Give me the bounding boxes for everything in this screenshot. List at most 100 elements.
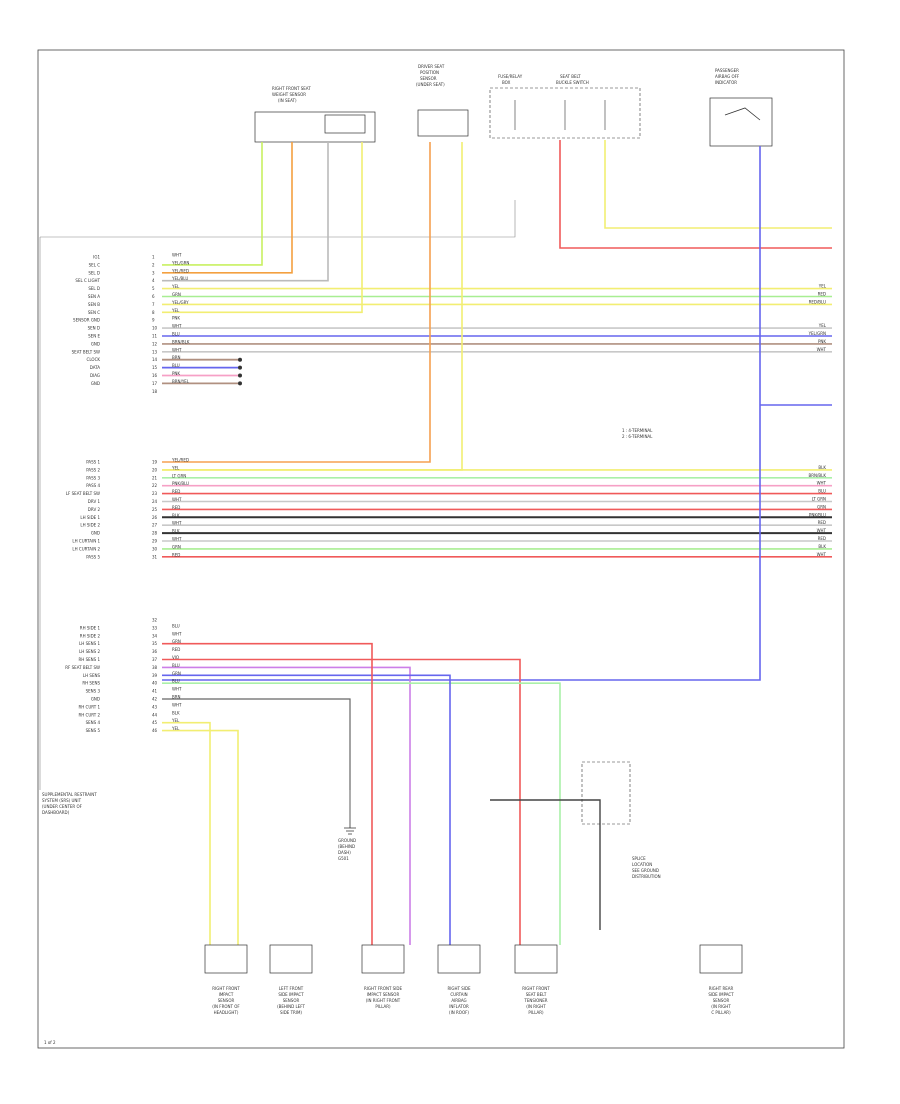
wire-color-label: PNK	[172, 371, 180, 376]
pin-label: LH SENS 1	[79, 641, 100, 646]
component-label: WEIGHT SENSOR	[272, 92, 306, 97]
component-label: C PILLAR)	[711, 1010, 731, 1015]
pin-label: RF SEAT BELT SW	[65, 665, 100, 670]
legend-line: 1 : 4-TERMINAL	[622, 428, 653, 433]
wire	[162, 674, 451, 945]
pin-number: 23	[152, 491, 158, 496]
right-wire-label: RED	[818, 536, 826, 541]
right-wire-label: RED	[818, 520, 826, 525]
wire-color-label: RED	[172, 647, 180, 652]
pin-number: 34	[152, 633, 158, 638]
wire-color-label: RED	[172, 552, 180, 557]
pin-label: LF SEAT BELT SW	[66, 491, 100, 496]
pin-number: 37	[152, 657, 158, 662]
wire-color-label: WHT	[172, 253, 182, 258]
pin-label: PASS 4	[86, 483, 100, 488]
pin-label: IG1	[93, 255, 100, 260]
component-label: HEADLIGHT)	[214, 1010, 239, 1015]
pin-label: SENS 4	[86, 720, 101, 725]
pin-label: SEN C	[88, 310, 100, 315]
pin-label: LH SENS 2	[79, 649, 100, 654]
pin-label: DATA	[90, 365, 101, 370]
top-component-weight-sensor: RIGHT FRONT SEAT WEIGHT SENSOR (IN SEAT)	[254, 86, 376, 143]
srs-module-outline	[39, 200, 516, 790]
right-wire-label: WHT	[817, 347, 827, 352]
wire-color-label: YEL	[171, 726, 180, 731]
component-box	[204, 944, 248, 974]
pin-number: 15	[152, 365, 158, 370]
wire-color-label: BRN/YEL	[172, 379, 190, 384]
wire-color-label: VIO	[172, 655, 179, 660]
wire	[162, 658, 521, 945]
pin-label: RH SENS 1	[79, 657, 101, 662]
connector-box	[324, 114, 366, 134]
pin-label: SEAT BELT SW	[72, 349, 100, 354]
top-component-airbag-indicator: PASSENGER AIRBAG OFF INDICATOR	[709, 68, 773, 147]
wire-color-label: BLU	[172, 663, 180, 668]
right-wire-label: BRN/BLK	[809, 473, 827, 478]
wire-group	[162, 140, 832, 945]
component-label: AIRBAG OFF	[715, 74, 740, 79]
component-label: SENSOR	[218, 998, 235, 1003]
wire	[162, 142, 431, 463]
pin-label: LH SIDE 2	[80, 523, 100, 528]
component-label: BUCKLE SWITCH	[556, 80, 589, 85]
diagram-border	[37, 49, 845, 1049]
splice-note-box	[581, 761, 631, 825]
wire-color-label: GRN	[172, 671, 181, 676]
fuse-element	[514, 100, 606, 130]
wire	[162, 682, 561, 945]
pin-label: SEN B	[88, 302, 100, 307]
pin-number: 40	[152, 681, 158, 686]
pin-label: SEN E	[88, 334, 100, 339]
component-label: LEFT FRONT	[279, 986, 304, 991]
wire-color-label: BLK	[172, 710, 180, 715]
wire-color-label: YEL/BLU	[171, 276, 188, 281]
pin-number: 28	[152, 531, 158, 536]
pin-number: 29	[152, 539, 158, 544]
pin-number: 35	[152, 641, 158, 646]
wire	[162, 142, 263, 266]
right-wire-label: WHT	[817, 552, 827, 557]
right-wire-label: BLU	[818, 489, 826, 494]
connector-legend: 1 : 4-TERMINAL 2 : 6-TERMINAL	[622, 428, 653, 439]
pin-number: 38	[152, 665, 158, 670]
pin-label: SEL D	[88, 286, 100, 291]
pin-number: 21	[152, 475, 158, 480]
right-wire-label: YEL	[818, 284, 827, 289]
component-box	[514, 944, 558, 974]
right-wire-label: LT GRN	[812, 497, 826, 502]
pin-number: 2	[152, 262, 155, 267]
right-wire-label: BLK	[818, 544, 826, 549]
wire-color-label: RED	[172, 505, 180, 510]
component-label: PILLAR)	[528, 1010, 544, 1015]
note-line: SEE GROUND	[632, 868, 659, 873]
wire-color-label: BLU	[172, 623, 180, 628]
wire-color-label: LT GRN	[172, 473, 186, 478]
wire	[162, 698, 351, 790]
component-label: SEAT BELT	[560, 74, 581, 79]
component-label: SENSOR	[420, 76, 437, 81]
right-wire-labels: YELREDRED/BLUYELYEL/GRNPNKWHTBLKBRN/BLKW…	[808, 284, 827, 557]
note-line: SPLICE	[632, 856, 646, 861]
pin-number: 30	[152, 546, 158, 551]
component-label: (IN RIGHT	[711, 1004, 731, 1009]
module-label-line: SYSTEM (SRS) UNIT	[42, 798, 82, 803]
right-wire-label: PNK	[818, 339, 826, 344]
component-label: PASSENGER	[715, 68, 739, 73]
component-label: RIGHT FRONT	[212, 986, 240, 991]
component-label: (UNDER SEAT)	[416, 82, 445, 87]
pin-label: LH CURTAIN 1	[72, 539, 100, 544]
pin-number: 10	[152, 326, 158, 331]
note-line: LOCATION	[632, 862, 652, 867]
pin-number: 9	[152, 318, 155, 323]
pin-number: 17	[152, 381, 158, 386]
srs-module-label: SUPPLEMENTAL RESTRAINT SYSTEM (SRS) UNIT…	[42, 792, 97, 815]
component-label: RIGHT FRONT SEAT	[272, 86, 311, 91]
pin-number: 11	[152, 334, 158, 339]
